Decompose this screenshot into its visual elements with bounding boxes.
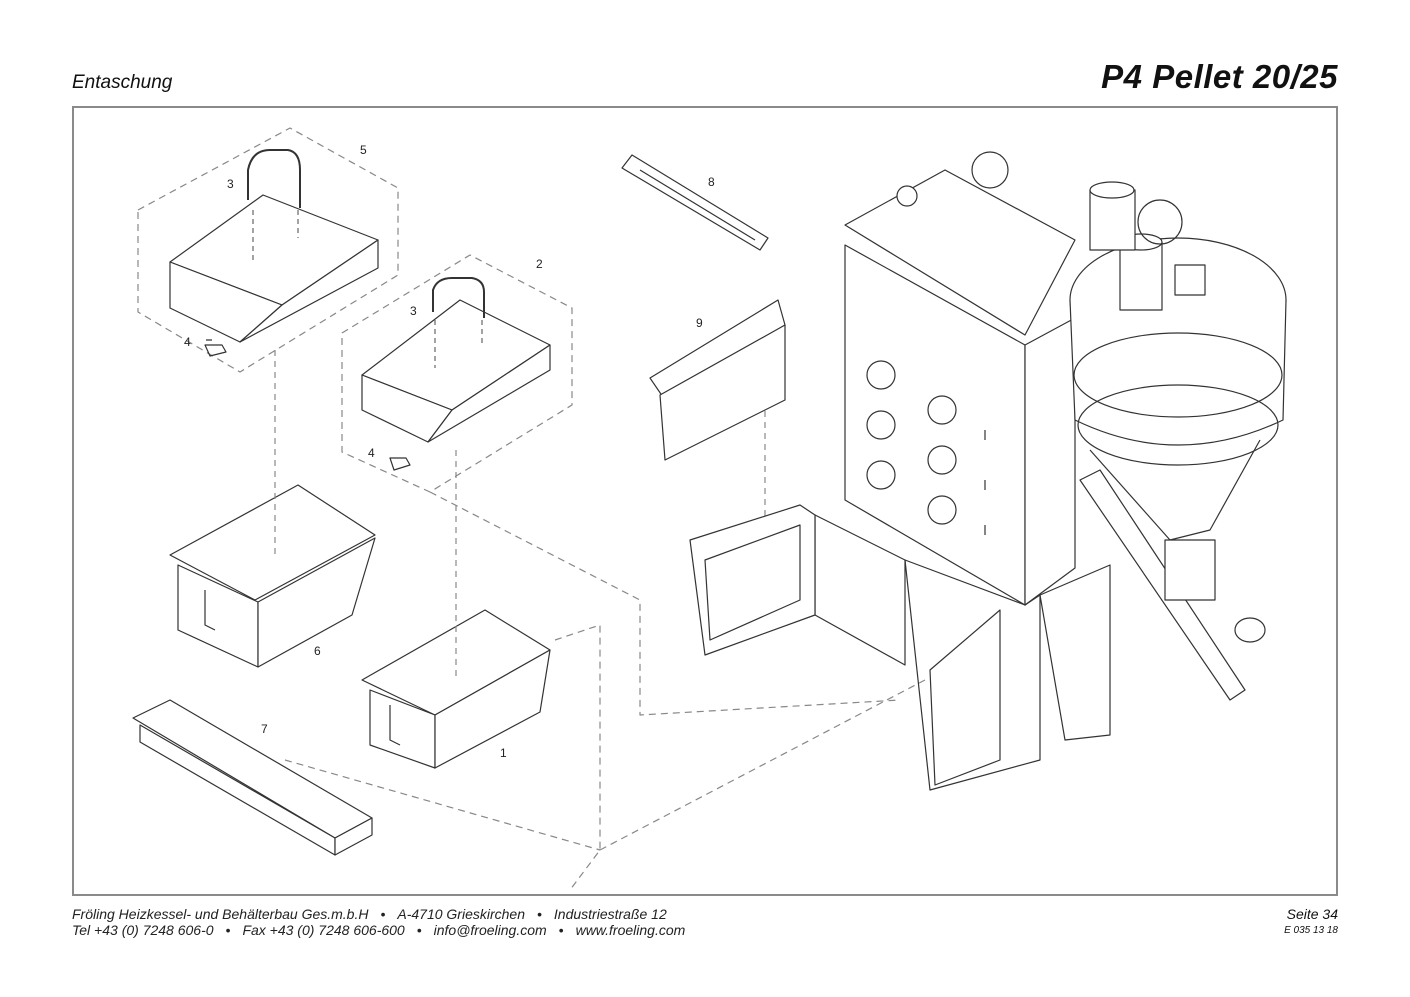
suction-turbine [971, 151, 1183, 251]
callout-6: 6 [314, 644, 321, 658]
footer-fax: Fax +43 (0) 7248 606-600 [242, 922, 405, 938]
product-title: P4 Pellet 20/25 [1101, 58, 1338, 95]
footer-street: Industriestraße 12 [553, 906, 667, 922]
feed-auger [1079, 469, 1266, 701]
footer-tel: Tel +43 (0) 7248 606-0 [72, 922, 214, 938]
assembly-outline-2 [341, 254, 573, 493]
boiler-body [844, 169, 1076, 606]
latch-4a [204, 339, 227, 357]
document-number: E 035 13 18 [1284, 925, 1338, 936]
pellet-hopper [1069, 233, 1287, 541]
footer-email[interactable]: info@froeling.com [433, 922, 547, 938]
ash-bin-6 [169, 350, 376, 668]
assembly-route-b [554, 624, 601, 891]
drawing-frame [72, 106, 1338, 896]
ash-bin-lid-2 [361, 277, 551, 443]
callout-5: 5 [360, 143, 367, 157]
ash-bin-lid-5 [169, 149, 379, 343]
assembly-route-c [284, 759, 601, 851]
callout-4b: 4 [368, 446, 375, 460]
footer-contact: Tel +43 (0) 7248 606-0 • Fax +43 (0) 7248 … [72, 922, 685, 938]
assembly-route-a [429, 491, 901, 716]
callout-3a: 3 [227, 177, 234, 191]
page-number: Seite 34 [1286, 906, 1338, 922]
callout-3b: 3 [410, 304, 417, 318]
rail-8 [621, 154, 769, 251]
ash-bin-1 [361, 450, 551, 769]
footer-bullet: • [380, 906, 386, 922]
footer-address: Fröling Heizkessel- und Behälterbau Ges.… [72, 906, 667, 922]
footer-bullet: • [537, 906, 542, 922]
assembly-route-d [599, 679, 926, 851]
footer-bullet: • [558, 922, 564, 938]
section-title: Entaschung [72, 72, 173, 93]
callout-8: 8 [708, 175, 715, 189]
combustion-section [689, 504, 1111, 791]
footer-bullet: • [225, 922, 231, 938]
footer-city: A-4710 Grieskirchen [397, 906, 525, 922]
callout-7: 7 [261, 722, 268, 736]
callout-2: 2 [536, 257, 543, 271]
latch-4b [389, 457, 411, 471]
footer-bullet: • [416, 922, 422, 938]
callout-4a: 4 [184, 335, 191, 349]
footer-web[interactable]: www.froeling.com [575, 922, 686, 938]
callout-9: 9 [696, 316, 703, 330]
ash-tray-7 [132, 699, 373, 856]
footer-company: Fröling Heizkessel- und Behälterbau Ges.… [72, 906, 369, 922]
cover-plate-9 [649, 299, 786, 461]
assembly-outline-5 [137, 127, 399, 373]
callout-1: 1 [500, 746, 507, 760]
